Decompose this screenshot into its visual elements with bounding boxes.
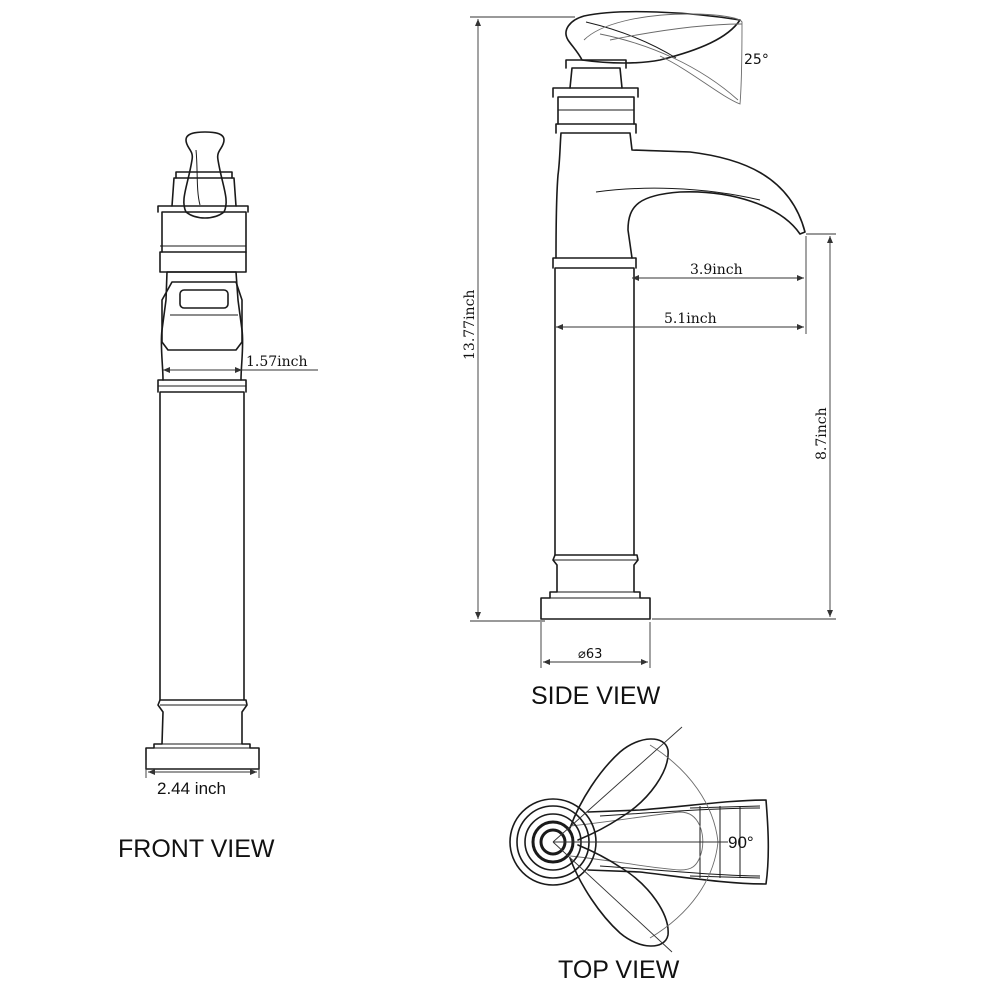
side-spout-reach-inner-dimension [632,236,807,300]
side-handle-angle-label: 25° [744,52,769,68]
side-spout-height-dimension [652,233,836,620]
front-base-width-label: 2.44 inch [157,779,226,798]
top-view-drawing [509,726,770,953]
side-spout-height-label: 8.7inch [814,407,830,460]
front-neck-width-label: 1.57inch [246,354,308,370]
side-spout-reach-inner-label: 3.9inch [690,262,743,278]
top-view-title: TOP VIEW [558,956,680,984]
top-rotation-angle-label: 90° [728,833,754,852]
front-view-title: FRONT VIEW [118,835,275,863]
side-total-height-dimension [470,16,575,622]
side-base-diameter-dimension [540,622,651,668]
front-view-drawing [145,131,260,770]
side-view-drawing [540,10,806,620]
side-spout-reach-outer-label: 5.1inch [664,311,717,327]
side-spout-reach-outer-dimension [556,300,807,334]
front-base-width-dimension [145,760,260,778]
side-total-height-label: 13.77inch [462,290,478,360]
side-base-diameter-label: ⌀63 [578,647,602,662]
side-view-title: SIDE VIEW [531,682,661,710]
